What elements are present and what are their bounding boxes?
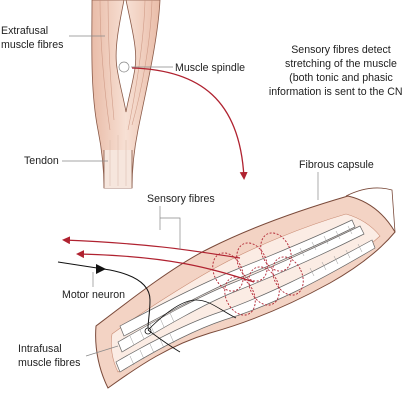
intrafusal-label-line1: Intrafusal — [18, 343, 62, 355]
sensory-endings — [212, 232, 304, 316]
muscle-spindle-shape — [115, 0, 137, 113]
motor-neuron-line — [57, 261, 151, 329]
muscle-illustration — [91, 0, 161, 189]
sensory-note-line1: Sensory fibres detect — [291, 44, 391, 56]
sensory-note-line2: stretching of the muscle — [285, 58, 397, 70]
sensory-fibres-label: Sensory fibres — [147, 193, 215, 205]
motor-neuron-label: Motor neuron — [62, 289, 125, 301]
zoom-arrow — [131, 67, 248, 180]
tendon-label: Tendon — [24, 155, 59, 167]
sensory-fibre-arrow-2 — [76, 250, 255, 283]
intrafusal-leader — [85, 345, 119, 357]
extrafusal-label-line1: Extrafusal — [1, 25, 48, 37]
sensory-note-line4: information is sent to the CNS) — [269, 86, 402, 98]
extrafusal-label-line2: muscle fibres — [1, 39, 63, 51]
intrafusal-label-line2: muscle fibres — [18, 357, 80, 369]
sensory-note-line3: (both tonic and phasic — [289, 72, 393, 84]
intrafusal-fibres — [115, 219, 376, 373]
sensory-fibre-arrow-1 — [62, 236, 241, 259]
motor-neuron-arrowhead — [96, 264, 106, 274]
sensory-fibres-leader — [159, 206, 181, 250]
fibrous-capsule-label: Fibrous capsule — [299, 159, 374, 171]
enlarged-spindle — [95, 187, 396, 389]
muscle-spindle-label: Muscle spindle — [175, 62, 245, 74]
spindle-marker — [118, 61, 130, 73]
